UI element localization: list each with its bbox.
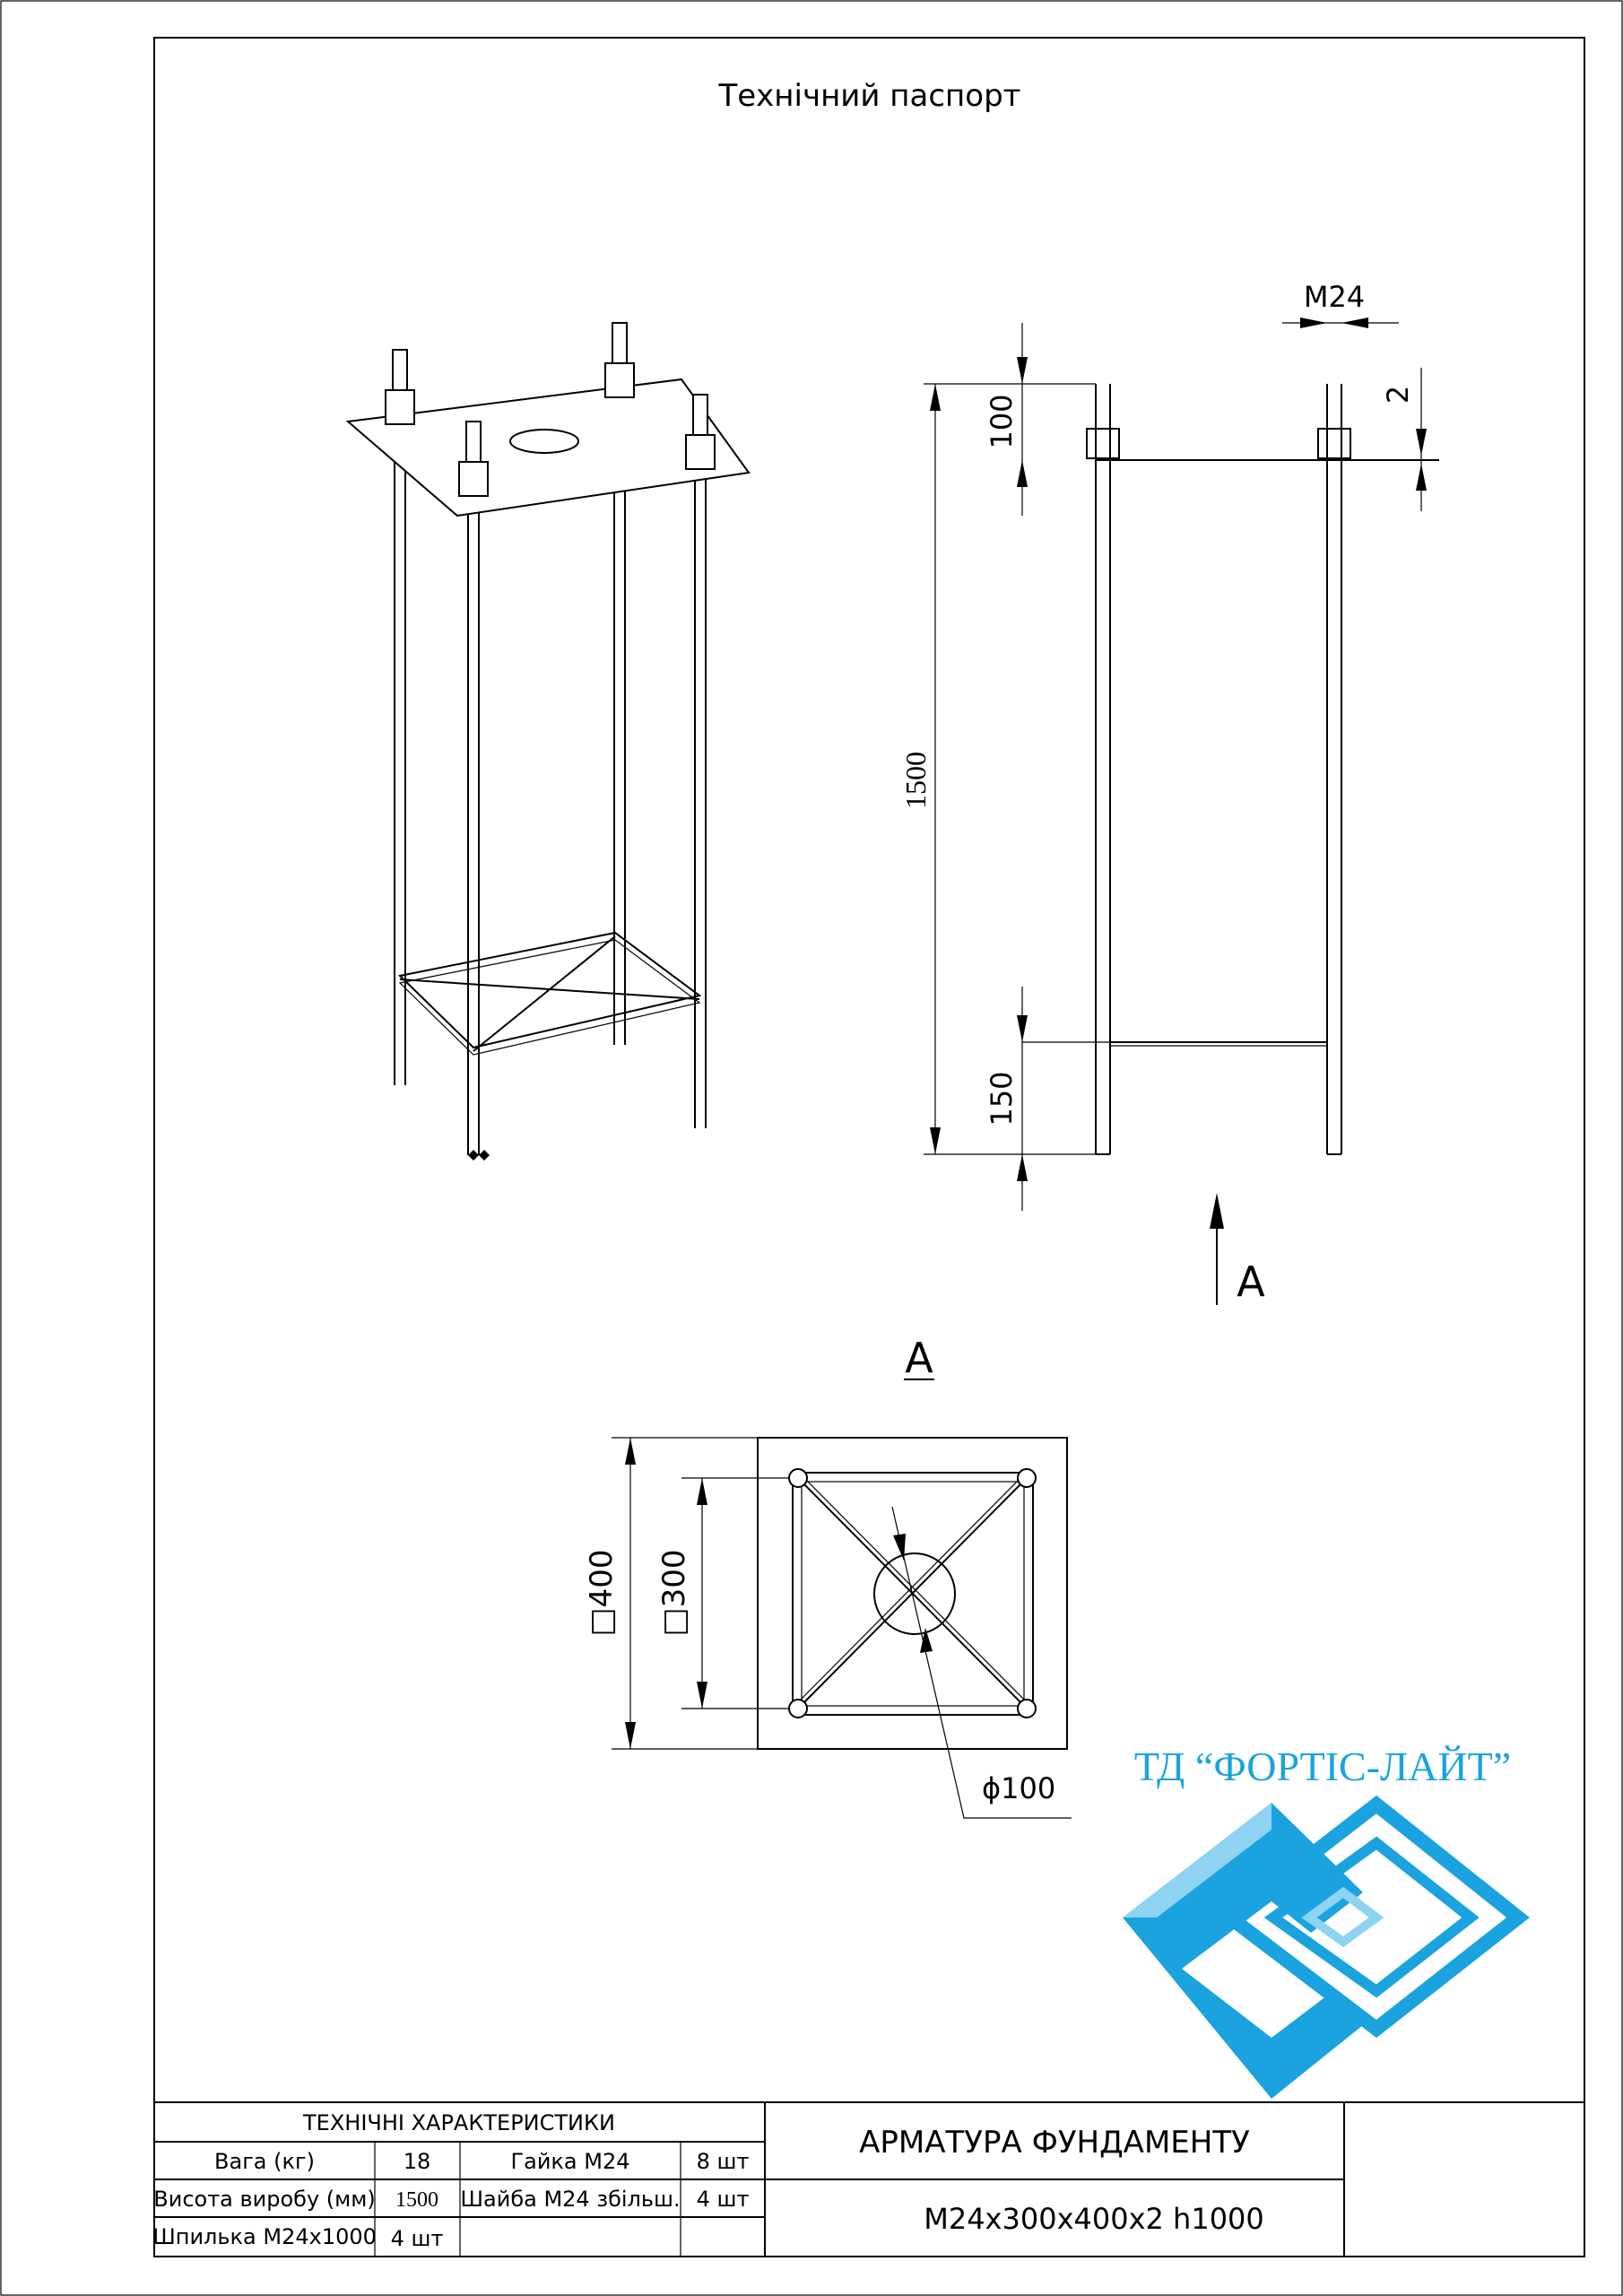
- spec-cell: 8 шт: [697, 2149, 750, 2174]
- dim-outer: □400: [584, 1549, 620, 1636]
- isometric-view: [345, 322, 751, 1161]
- dim-thread: M24: [1304, 280, 1365, 314]
- spec-cell: 4 шт: [697, 2187, 750, 2212]
- spec-cell: Шайба М24 збільш.: [460, 2187, 680, 2212]
- specs-header: ТЕХНІЧНІ ХАРАКТЕРИСТИКИ: [302, 2110, 615, 2135]
- specs-table: ТЕХНІЧНІ ХАРАКТЕРИСТИКИ Вага (кг) 18 Гай…: [152, 2101, 1585, 2257]
- spec-cell: Гайка М24: [510, 2149, 629, 2174]
- product-code: М24х300х400х2 h1000: [924, 2202, 1264, 2236]
- product-name: АРМАТУРА ФУНДАМЕНТУ: [859, 2125, 1250, 2161]
- spec-cell: 18: [404, 2149, 431, 2174]
- view-a: A □400 □300 ϕ100: [584, 1334, 1072, 1819]
- spec-cell: Висота виробу (мм): [153, 2187, 376, 2212]
- dim-total-height: 1500: [899, 752, 932, 809]
- side-view: 1500 100 150 M24 2 A: [899, 280, 1439, 1306]
- dim-inner: □300: [656, 1549, 692, 1636]
- company-name: ТД “ФОРТІС-ЛАЙТ”: [1134, 1744, 1511, 1789]
- spec-cell: Вага (кг): [214, 2149, 315, 2174]
- dim-hole: ϕ100: [982, 1771, 1055, 1805]
- spec-cell: Шпилька М24х1000: [152, 2224, 377, 2249]
- dim-plate: 2: [1381, 386, 1415, 404]
- dim-top: 100: [985, 394, 1019, 448]
- spec-cell: 1500: [395, 2188, 438, 2212]
- view-marker-a: A: [1237, 1257, 1265, 1306]
- company-logo: ТД “ФОРТІС-ЛАЙТ”: [1123, 1744, 1530, 2099]
- spec-cell: 4 шт: [391, 2226, 444, 2251]
- dim-bottom: 150: [985, 1071, 1019, 1126]
- view-a-label: A: [905, 1334, 933, 1382]
- document-title: Технічний паспорт: [718, 78, 1021, 114]
